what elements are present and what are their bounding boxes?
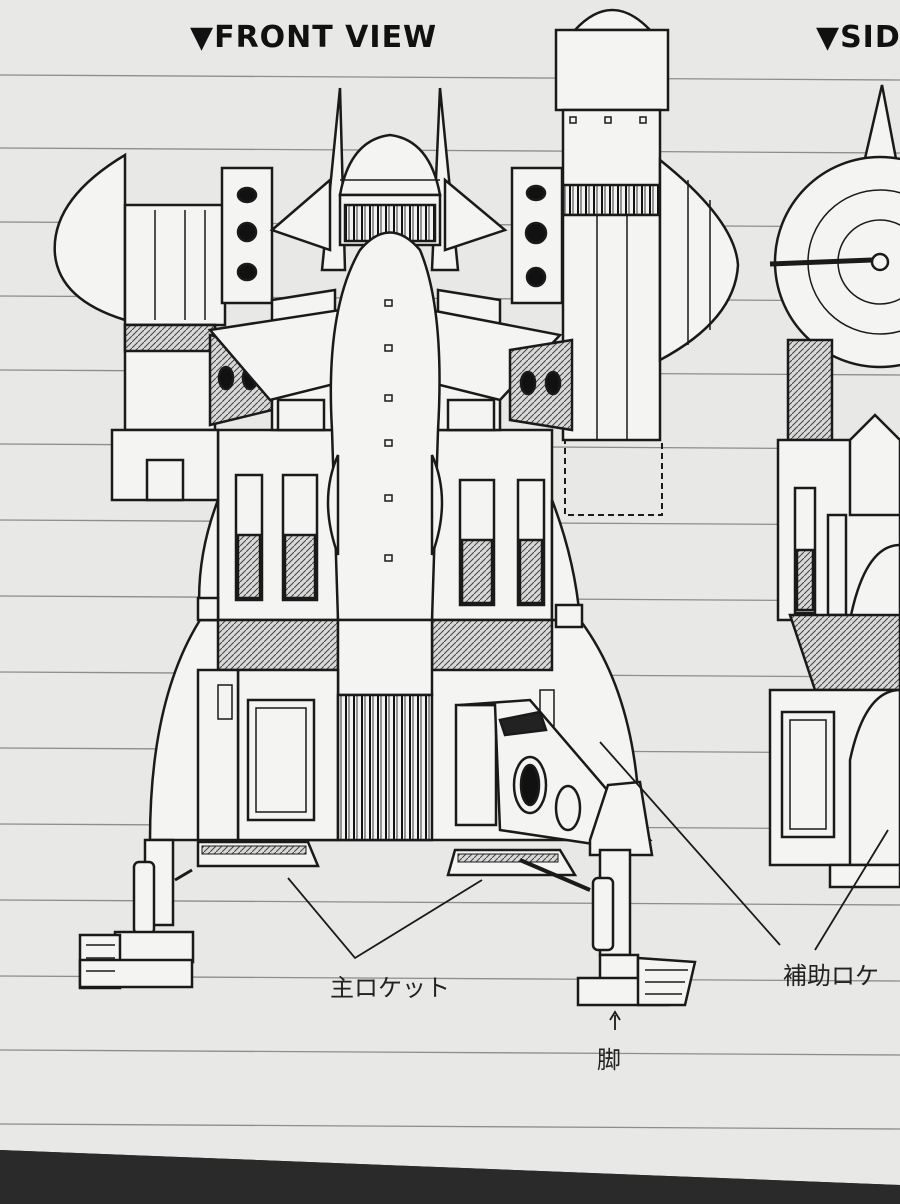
main-rocket-label: 主ロケット: [330, 974, 450, 1002]
side-view-robot: [768, 84, 900, 889]
front-view-robot: [53, 8, 740, 1007]
leader-lines: [287, 741, 889, 1030]
side-view-heading: ▼SID: [816, 20, 900, 55]
leg-label: 脚: [597, 1046, 621, 1074]
aux-rocket-label: 補助ロケ: [783, 962, 879, 990]
front-view-heading: ▼FRONT VIEW: [190, 20, 438, 55]
floor-shadow: [0, 1150, 900, 1200]
